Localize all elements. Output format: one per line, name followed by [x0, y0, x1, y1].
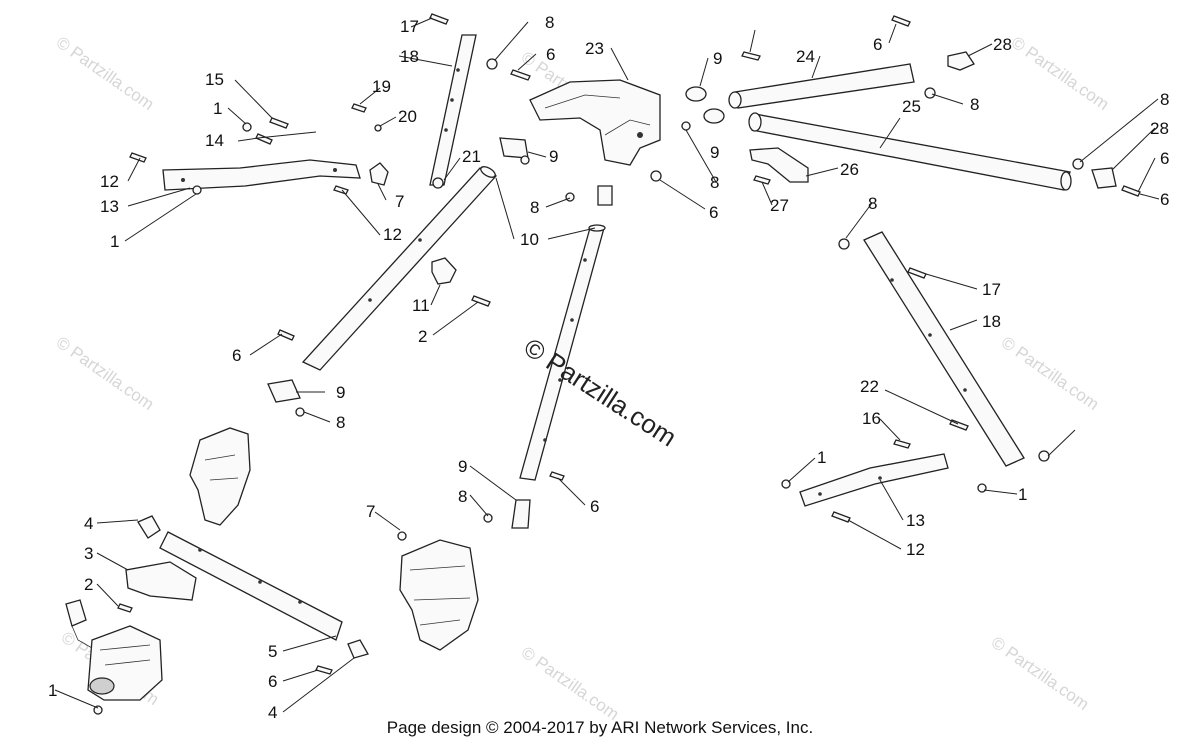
callout-8: 8 — [530, 198, 539, 217]
callout-23: 23 — [585, 39, 604, 58]
callout-21: 21 — [462, 147, 481, 166]
callout-24: 24 — [796, 47, 815, 66]
clamp-9 — [499, 137, 529, 159]
callout-4: 4 — [268, 703, 277, 722]
callout-1: 1 — [213, 99, 222, 118]
callout-28: 28 — [993, 35, 1012, 54]
callout-6: 6 — [873, 35, 882, 54]
callout-22: 22 — [860, 377, 879, 396]
lower-right-brace — [799, 453, 949, 507]
callout-19: 19 — [372, 77, 391, 96]
callout-12: 12 — [383, 225, 402, 244]
motor-unit — [65, 599, 163, 715]
callout-9: 9 — [336, 383, 345, 402]
callout-1: 1 — [1018, 485, 1027, 504]
callout-17: 17 — [400, 17, 419, 36]
front-center-bracket-23 — [499, 69, 662, 206]
clamp-9b — [597, 185, 613, 206]
callout-8: 8 — [970, 95, 979, 114]
callout-12: 12 — [906, 540, 925, 559]
callout-20: 20 — [398, 107, 417, 126]
callout-17: 17 — [982, 280, 1001, 299]
brace-5 — [159, 531, 343, 641]
callout-8: 8 — [710, 173, 719, 192]
callout-12: 12 — [100, 172, 119, 191]
callout-6: 6 — [232, 346, 241, 365]
clamp-9-lower — [267, 379, 301, 403]
mount-3 — [125, 561, 197, 601]
bolt — [269, 117, 289, 129]
callout-15: 15 — [205, 70, 224, 89]
right-bar-18 — [863, 231, 1025, 467]
callout-14: 14 — [205, 131, 224, 150]
callout-26: 26 — [840, 160, 859, 179]
center-lower-frame — [397, 531, 479, 651]
center-vertical-tube — [483, 224, 606, 529]
callout-16: 16 — [862, 409, 881, 428]
callout-6: 6 — [268, 672, 277, 691]
left-frame-bracket — [189, 427, 251, 526]
callout-6: 6 — [546, 45, 555, 64]
lower-right-brace-13 — [781, 453, 987, 523]
lower-left-brace-5 — [117, 515, 369, 675]
right-diagonal-bar-18 — [838, 231, 1050, 467]
watermark-tile: © Partzilla.com — [1008, 33, 1113, 114]
callout-6: 6 — [1160, 190, 1169, 209]
mount-4-bottom — [347, 639, 369, 659]
leader-lines — [54, 17, 1160, 713]
callout-8: 8 — [458, 487, 467, 506]
callout-1: 1 — [48, 681, 57, 700]
part-26-clamp — [749, 147, 809, 185]
center-bracket — [529, 79, 661, 166]
watermark-tile: © Partzilla.com — [988, 633, 1093, 714]
watermark-tile: © Partzilla.com — [998, 333, 1103, 414]
mount-4-top — [137, 515, 161, 539]
callout-labels: 17 8 6 18 19 20 15 1 14 12 13 1 7 12 21 … — [48, 13, 1169, 722]
callout-6: 6 — [1160, 149, 1169, 168]
watermark-tile: © Partzilla.com — [53, 333, 158, 414]
callout-8: 8 — [1160, 90, 1169, 109]
callout-9: 9 — [458, 457, 467, 476]
upper-right-tubes — [681, 15, 1141, 197]
watermark-tile: © Partzilla.com — [53, 33, 158, 114]
callout-3: 3 — [84, 544, 93, 563]
callout-1: 1 — [817, 448, 826, 467]
left-diagonal-tube — [267, 166, 498, 417]
callout-7: 7 — [395, 192, 404, 211]
upper-bar-18 — [429, 34, 477, 186]
callout-7: 7 — [366, 502, 375, 521]
callout-10: 10 — [520, 230, 539, 249]
upper-left-brace-assembly — [129, 117, 389, 195]
lower-frame-mount — [399, 539, 479, 651]
page-footer: Page design © 2004-2017 by ARI Network S… — [386, 718, 814, 737]
callout-5: 5 — [268, 642, 277, 661]
callout-9: 9 — [710, 143, 719, 162]
left-frame-mount — [189, 427, 251, 526]
upper-bar-18-assembly — [351, 13, 498, 189]
tube-24 — [734, 63, 915, 109]
callout-18: 18 — [400, 47, 419, 66]
callout-8: 8 — [545, 13, 554, 32]
callout-25: 25 — [902, 97, 921, 116]
callout-4: 4 — [84, 514, 93, 533]
callout-6: 6 — [709, 203, 718, 222]
part-11-clip — [431, 257, 491, 307]
upper-left-brace — [162, 159, 361, 191]
callout-13: 13 — [100, 197, 119, 216]
callout-27: 27 — [770, 196, 789, 215]
callout-8: 8 — [336, 413, 345, 432]
callout-13: 13 — [906, 511, 925, 530]
callout-11: 11 — [412, 296, 430, 315]
callout-8: 8 — [868, 194, 877, 213]
callout-28: 28 — [1150, 119, 1169, 138]
callout-6: 6 — [590, 497, 599, 516]
callout-9: 9 — [549, 147, 558, 166]
callout-18: 18 — [982, 312, 1001, 331]
callout-2: 2 — [84, 575, 93, 594]
callout-2: 2 — [418, 327, 427, 346]
callout-9: 9 — [713, 49, 722, 68]
callout-1: 1 — [110, 232, 119, 251]
watermark-tile: © Partzilla.com — [518, 643, 623, 724]
